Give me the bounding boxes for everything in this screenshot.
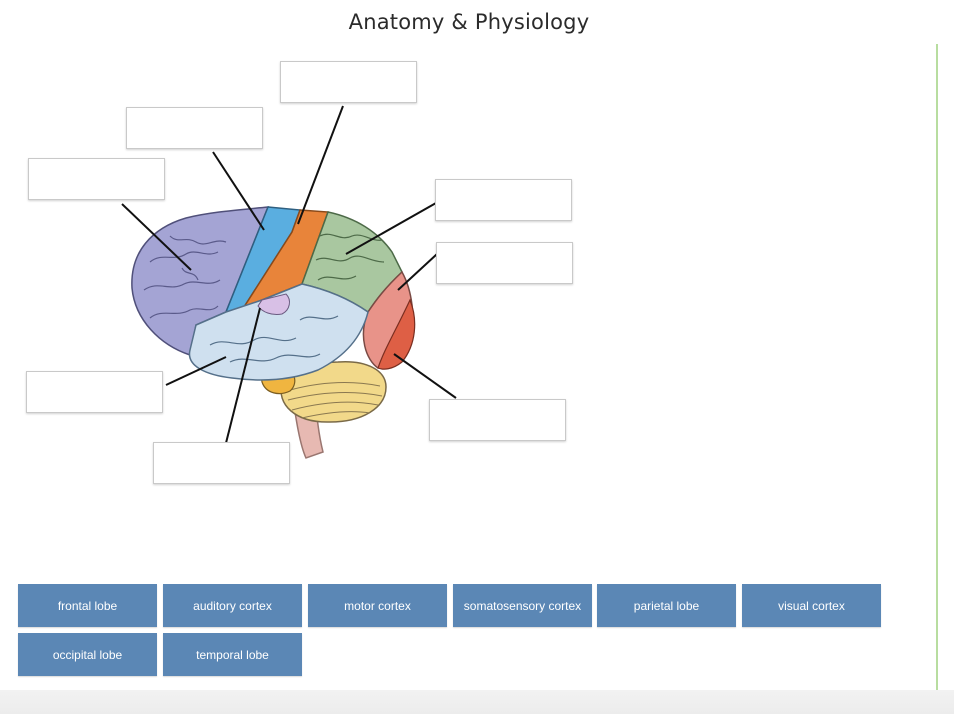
bottom-shadow-bar — [0, 690, 954, 714]
word-chip-temporal-lobe[interactable]: temporal lobe — [163, 633, 302, 676]
visual-cortex-region — [377, 298, 416, 370]
word-chip-visual-cortex[interactable]: visual cortex — [742, 584, 881, 627]
drop-box-bottom[interactable] — [153, 442, 290, 484]
drop-box-right-middle[interactable] — [436, 242, 573, 284]
brain-illustration — [131, 206, 416, 459]
drop-box-right-upper[interactable] — [435, 179, 572, 221]
leader-lines — [121, 105, 457, 444]
word-chip-parietal-lobe[interactable]: parietal lobe — [597, 584, 736, 627]
word-chip-frontal-lobe[interactable]: frontal lobe — [18, 584, 157, 627]
temporal-lobe-region — [188, 283, 369, 381]
drop-box-right-lower[interactable] — [429, 399, 566, 441]
drop-box-top[interactable] — [280, 61, 417, 103]
drop-box-left-upper[interactable] — [28, 158, 165, 200]
word-chip-occipital-lobe[interactable]: occipital lobe — [18, 633, 157, 676]
drop-box-upper-left[interactable] — [126, 107, 263, 149]
page-title: Anatomy & Physiology — [348, 10, 590, 34]
drop-box-left-lower[interactable] — [26, 371, 163, 413]
word-chip-motor-cortex[interactable]: motor cortex — [308, 584, 447, 627]
word-chip-somatosensory-cortex[interactable]: somatosensory cortex — [453, 584, 592, 627]
word-chip-auditory-cortex[interactable]: auditory cortex — [163, 584, 302, 627]
right-divider — [936, 44, 938, 694]
auditory-cortex-region — [257, 293, 290, 315]
